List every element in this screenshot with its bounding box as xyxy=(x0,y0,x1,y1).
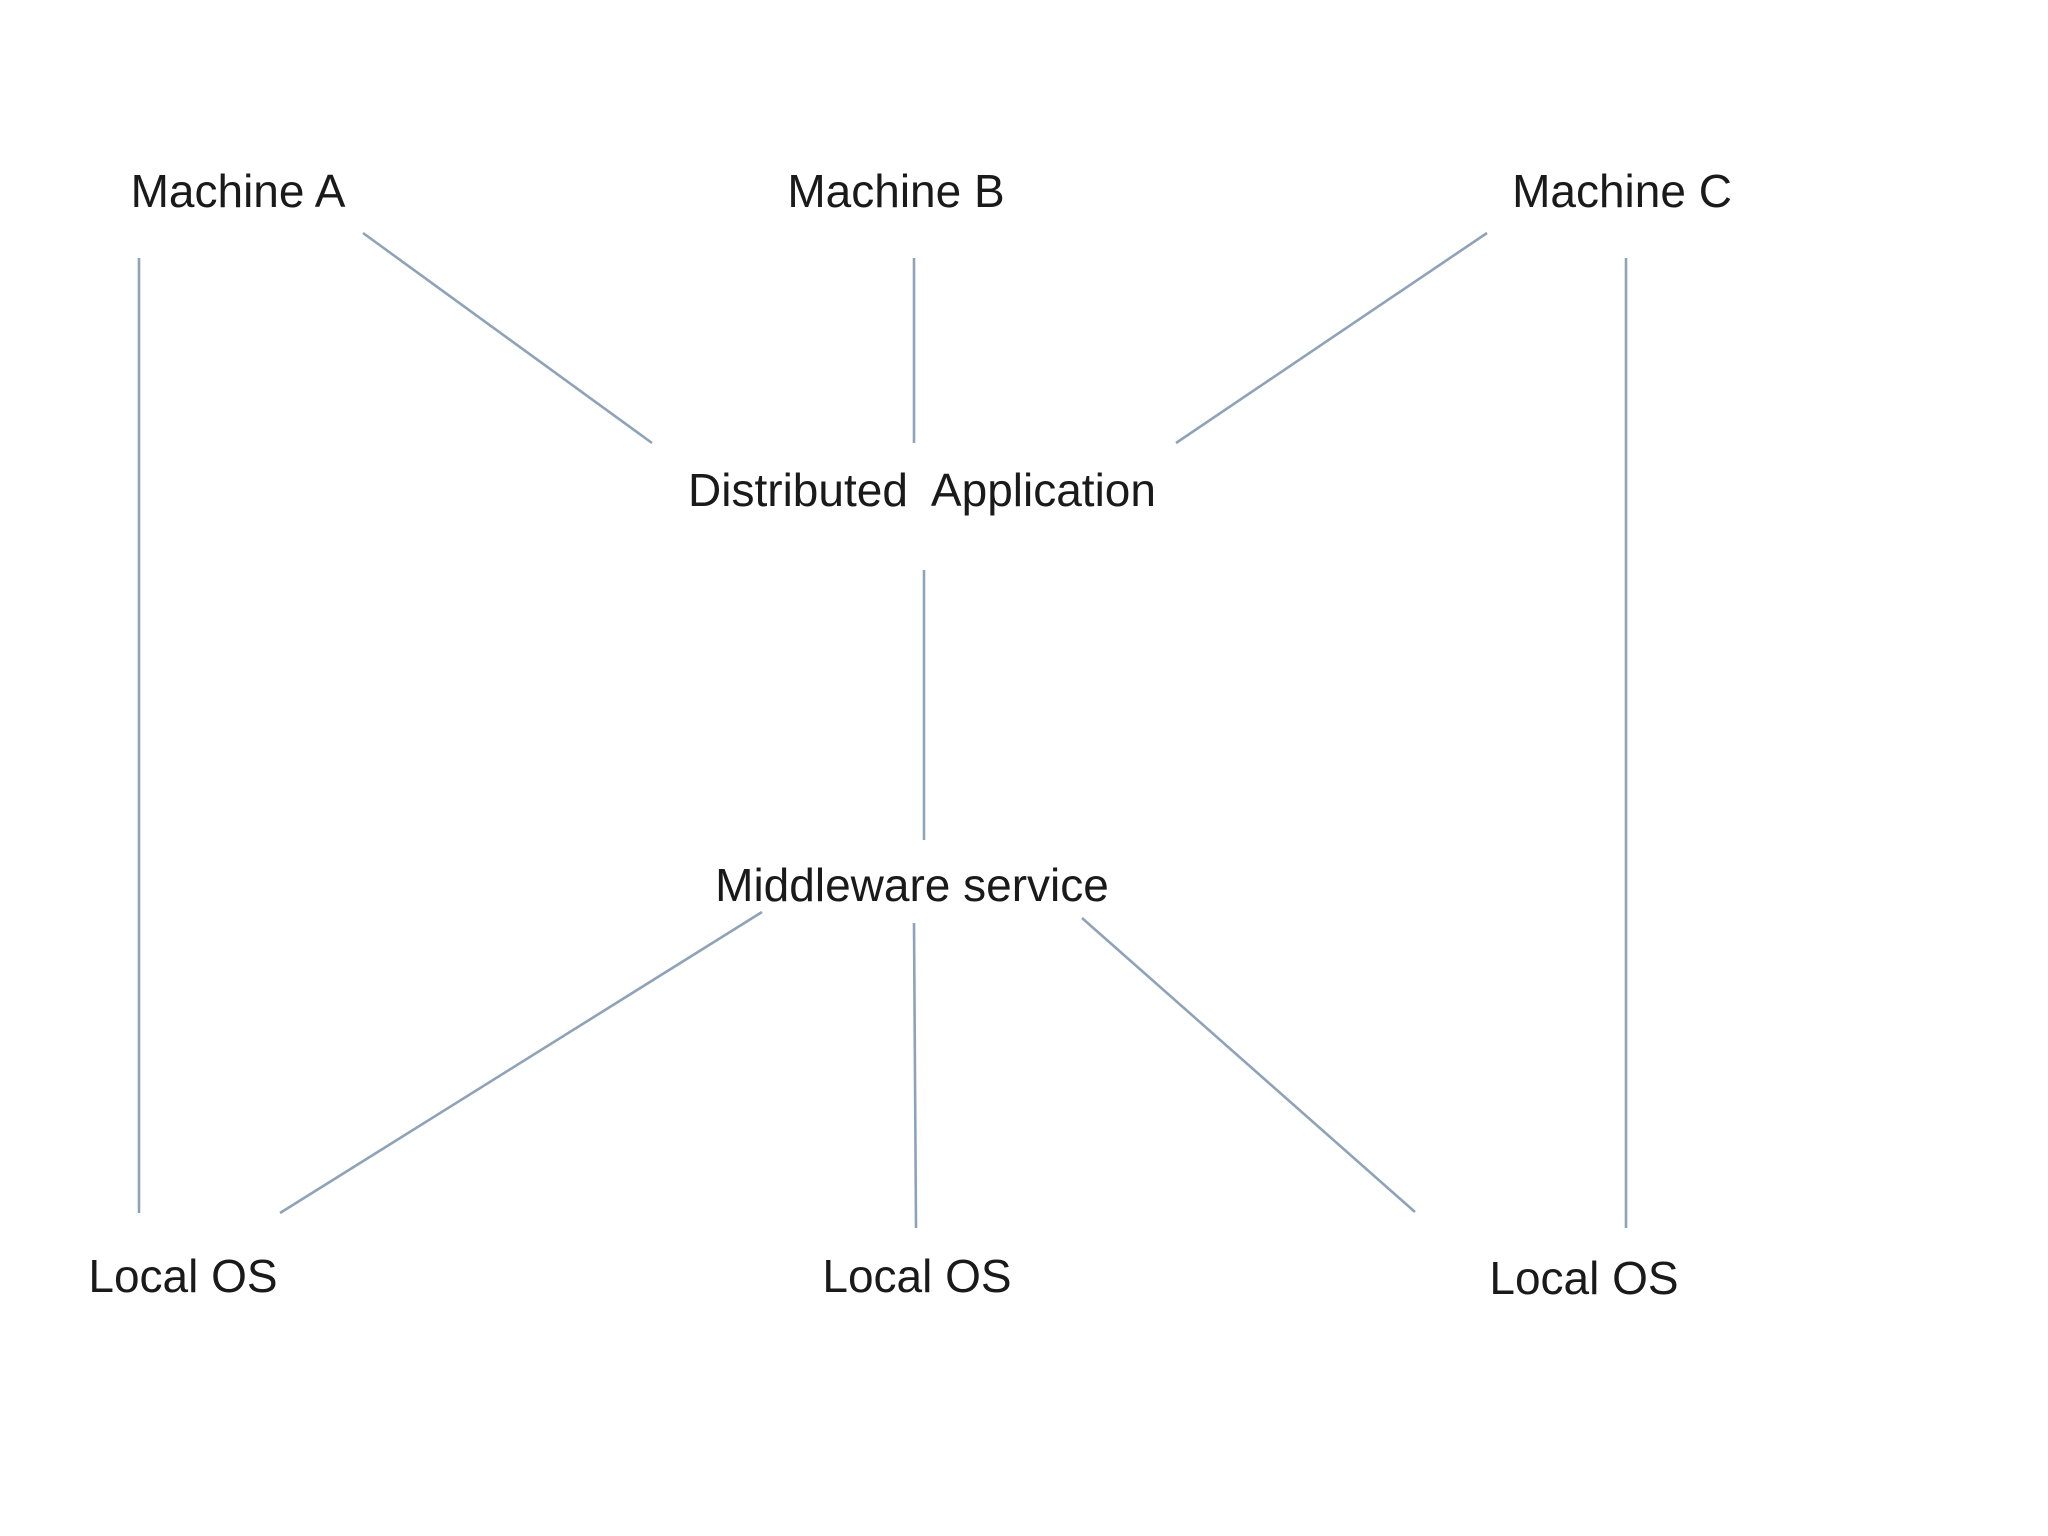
node-machine-b: Machine B xyxy=(787,165,1005,217)
edge-middleware-service-to-local-os-c xyxy=(1081,917,1416,1213)
node-distributed-application: Distributed Application xyxy=(688,464,1156,516)
node-machine-c: Machine C xyxy=(1512,165,1732,217)
node-local-os-c: Local OS xyxy=(1489,1252,1679,1304)
edge-middleware-service-to-local-os-b xyxy=(912,922,918,1229)
node-middleware-service: Middleware service xyxy=(715,859,1109,911)
node-local-os-a: Local OS xyxy=(88,1250,278,1302)
node-local-os-b: Local OS xyxy=(822,1250,1012,1302)
edge-machine-c-to-distributed-application xyxy=(1175,231,1488,445)
edge-middleware-service-to-local-os-a xyxy=(279,910,763,1215)
edge-machine-a-to-distributed-application xyxy=(362,231,653,445)
node-machine-a: Machine A xyxy=(130,165,346,217)
